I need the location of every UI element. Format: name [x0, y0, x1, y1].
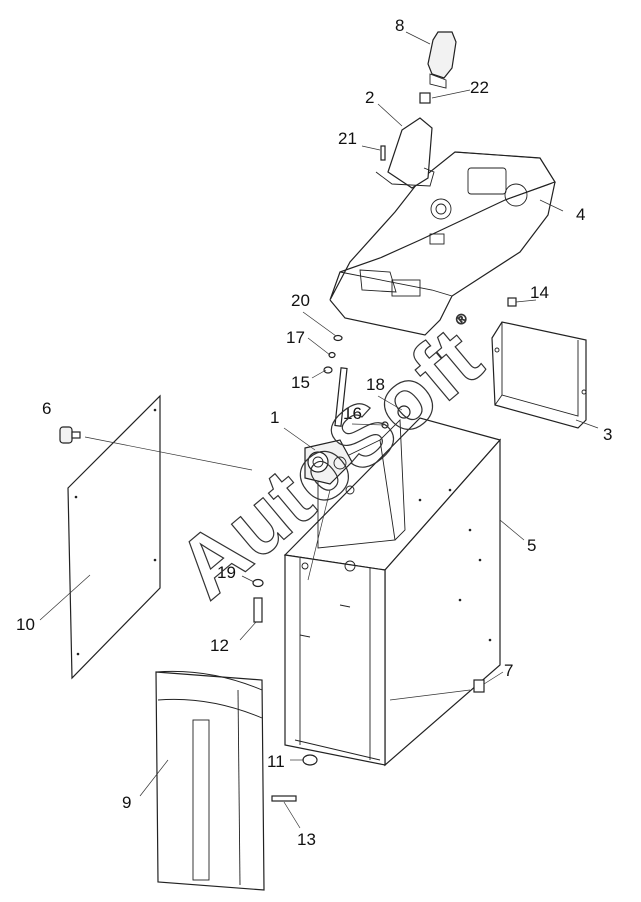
leader-lines [39, 31, 599, 829]
callout-17: 17 [286, 328, 305, 347]
side-panel-part [67, 394, 161, 680]
callout-5: 5 [527, 536, 536, 555]
callout-21: 21 [338, 129, 357, 148]
nut-part [419, 92, 431, 104]
fastener-set [252, 297, 517, 802]
knob-bolt-part [59, 426, 81, 444]
watermark-symbol: ® [452, 309, 471, 328]
inner-bracket-part [317, 418, 406, 549]
callout-11: 11 [267, 752, 285, 771]
side-bracket-part [491, 321, 587, 429]
callout-18: 18 [366, 375, 385, 394]
boot-part [375, 117, 435, 189]
callout-14: 14 [530, 283, 549, 302]
callout-12: 12 [210, 636, 229, 655]
callout-1: 1 [270, 408, 279, 427]
callout-4: 4 [576, 205, 585, 224]
callout-22: 22 [470, 78, 489, 97]
front-cover-part [155, 670, 265, 891]
callout-9: 9 [122, 793, 131, 812]
callout-16: 16 [343, 404, 362, 423]
pin-part [380, 145, 386, 161]
callout-8: 8 [395, 16, 404, 35]
housing-box-part [283, 417, 502, 767]
callout-19: 19 [217, 563, 236, 582]
callout-15: 15 [291, 373, 310, 392]
shift-knob-part [427, 31, 457, 89]
callout-10: 10 [16, 615, 35, 634]
shift-mechanism-part [304, 367, 353, 485]
callout-2: 2 [365, 88, 374, 107]
callout-13: 13 [297, 830, 316, 849]
console-top-part [329, 151, 556, 336]
callout-7: 7 [504, 661, 513, 680]
callout-20: 20 [291, 291, 310, 310]
callout-3: 3 [603, 425, 612, 444]
callout-labels: 1 2 3 4 5 6 7 8 9 10 11 12 13 14 15 16 1… [16, 16, 612, 849]
callout-6: 6 [42, 399, 51, 418]
